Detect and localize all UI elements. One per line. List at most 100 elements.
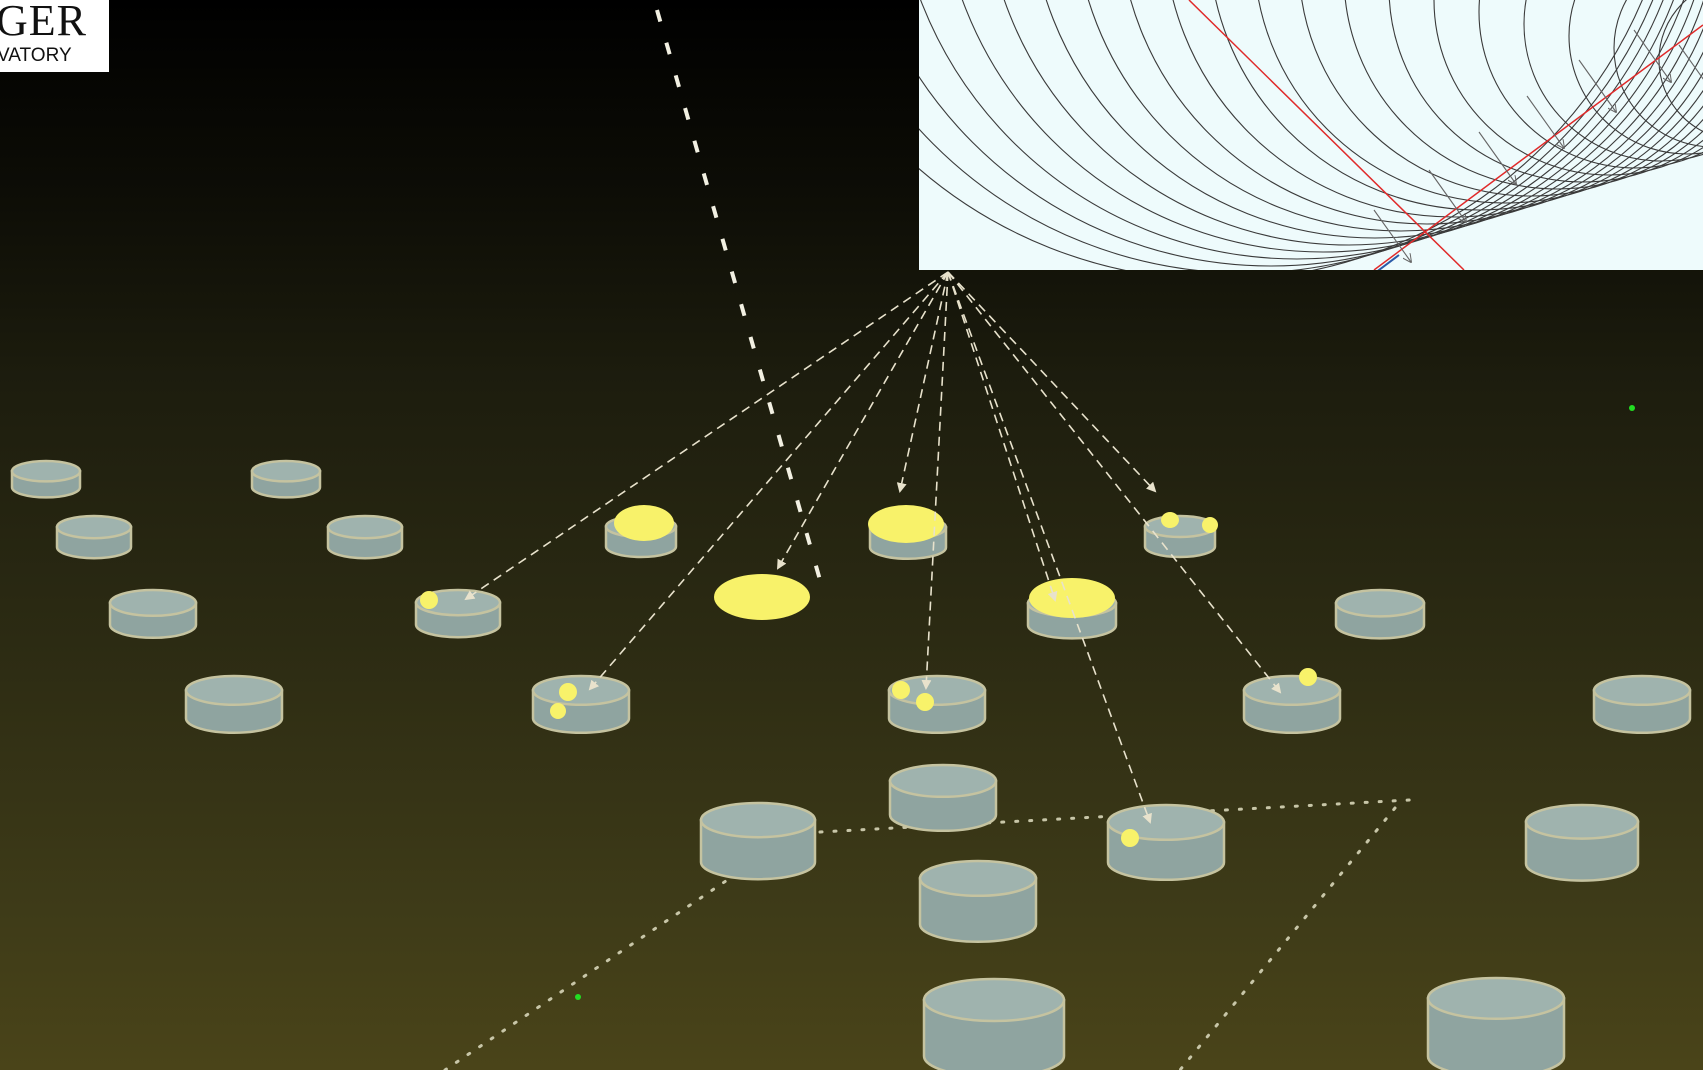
station-top: [918, 859, 1038, 898]
wavefront-arc: [1433, 0, 1703, 176]
station-tank: [887, 674, 987, 735]
station-tank: [1334, 588, 1426, 640]
station-tank: [1524, 803, 1640, 882]
station-top: [1426, 976, 1566, 1021]
marker-dot: [575, 994, 581, 1000]
station-tank: [699, 801, 817, 881]
station-top: [10, 459, 82, 483]
signal-blob: [714, 574, 810, 620]
propagation-arrow: [1428, 169, 1466, 222]
wavefront-arc: [1388, 0, 1703, 183]
wavefront-arc: [1568, 0, 1703, 155]
wavefront-arc: [1258, 0, 1703, 204]
signal-blob: [1202, 517, 1218, 533]
station-tank: [888, 763, 998, 833]
station-top: [1106, 803, 1226, 842]
signal-ray: [947, 271, 1152, 824]
shower-axis-line: [1188, 0, 1465, 270]
signal-blob: [559, 683, 577, 701]
signal-blob: [916, 693, 934, 711]
marker-dot: [1629, 405, 1635, 411]
propagation-arrow: [1373, 209, 1411, 262]
wavefront-arc: [1658, 0, 1703, 133]
propagation-arrow: [1526, 95, 1564, 148]
station-top: [250, 459, 322, 483]
wavefront-arc: [1130, 0, 1703, 225]
station-top: [55, 514, 133, 540]
signal-blob: [892, 681, 910, 699]
signal-ray: [588, 271, 949, 691]
station-top: [184, 674, 284, 707]
wavefront-arc: [1045, 0, 1703, 239]
station-top: [1242, 674, 1342, 707]
wavefront-arc: [919, 0, 1664, 267]
station-top: [108, 588, 198, 618]
signal-ray: [947, 271, 1058, 602]
station-tank: [922, 977, 1066, 1070]
station-top: [1592, 674, 1692, 707]
station-tank: [10, 459, 82, 499]
station-top: [326, 514, 404, 540]
propagation-arrow: [1578, 59, 1616, 112]
wavefront-arc: [1344, 0, 1703, 190]
signal-blob: [1029, 578, 1115, 618]
signal-ray: [777, 271, 949, 570]
signal-ray: [896, 271, 949, 493]
station-tank: [55, 514, 133, 560]
propagation-arrow: [1678, 44, 1703, 80]
station-tank: [1592, 674, 1692, 735]
shower-front-diagram: [919, 0, 1703, 270]
wavefront-arcs: [919, 0, 1703, 270]
signal-blob: [1299, 668, 1317, 686]
signal-blob: [1121, 829, 1139, 847]
signal-ray: [464, 271, 949, 601]
propagation-arrows: [1373, 29, 1703, 262]
logo-line-1: GER: [0, 0, 87, 45]
signal-blob: [420, 591, 438, 609]
station-tank: [326, 514, 404, 560]
wavefront-arc: [1613, 0, 1703, 148]
signal-ray: [921, 271, 949, 690]
wavefront-arc: [1478, 0, 1703, 169]
wavefront-arc: [920, 0, 1674, 260]
station-top: [1334, 588, 1426, 618]
station-top: [699, 801, 817, 839]
detector-plane: [1377, 254, 1400, 270]
signal-blob: [1166, 515, 1178, 527]
station-tank: [1426, 976, 1566, 1070]
shower-axis-track: [655, 9, 822, 581]
signal-blob: [614, 505, 674, 541]
station-tank: [1242, 674, 1342, 735]
wavefront-arc: [1301, 0, 1703, 197]
signal-blob: [550, 703, 566, 719]
logo-line-2: VATORY: [0, 45, 72, 66]
signal-blobs: [420, 505, 1317, 847]
station-top: [888, 763, 998, 799]
wavefront-arc: [1087, 0, 1703, 232]
station-tank: [531, 674, 631, 735]
station-top: [1524, 803, 1640, 840]
station-tank: [184, 674, 284, 735]
station-tank: [250, 459, 322, 499]
signal-blob: [868, 505, 944, 543]
station-array: [10, 459, 1692, 1070]
station-top: [887, 674, 987, 707]
wavefront-arc: [1523, 0, 1703, 162]
wavefront-arc: [1215, 0, 1703, 211]
propagation-arrow: [1478, 131, 1516, 184]
wavefront-arc: [961, 0, 1685, 253]
shower-front-line: [1373, 24, 1703, 270]
station-top: [531, 674, 631, 707]
wavefront-arc: [919, 0, 1654, 270]
wavefront-arc: [1003, 0, 1695, 246]
propagation-arrow: [1633, 29, 1671, 82]
signal-rays: [464, 271, 1282, 824]
station-top: [922, 977, 1066, 1023]
shower-front-inset: [919, 0, 1703, 270]
signal-ray: [947, 271, 1157, 493]
station-tank: [108, 588, 198, 640]
observatory-logo: GER VATORY: [0, 0, 109, 72]
wavefront-arc: [1172, 0, 1703, 218]
station-tank: [918, 859, 1038, 944]
